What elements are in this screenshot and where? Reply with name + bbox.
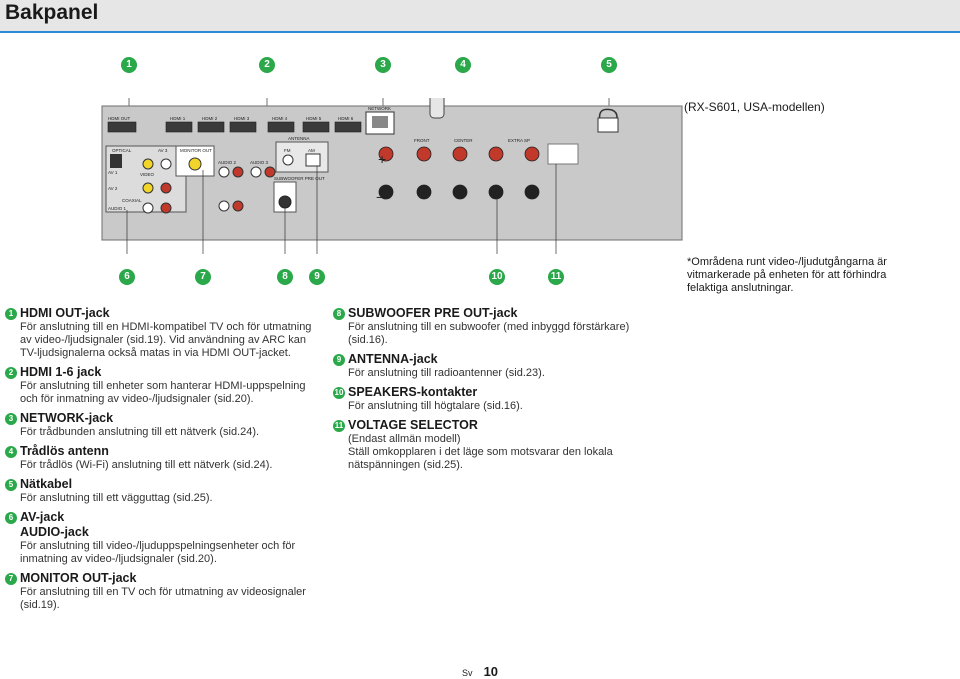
label-front: FRONT: [414, 138, 430, 143]
entry-title: SPEAKERS-kontakter: [348, 385, 478, 399]
entry-number: 9: [333, 353, 345, 366]
page-header: Bakpanel: [0, 0, 960, 33]
callout-8: 8: [277, 269, 293, 285]
language-code: Sv: [462, 668, 473, 678]
entry-desc: För anslutning till en TV och för utmatn…: [20, 586, 306, 611]
callout-2: 2: [259, 57, 275, 73]
label-extra-sp: EXTRA SP: [508, 138, 530, 143]
page-number: 10: [483, 664, 499, 679]
entry-desc: För anslutning till högtalare (sid.16).: [348, 400, 523, 412]
entry-desc: För anslutning till radioantenner (sid.2…: [348, 367, 545, 379]
entry-subtitle: AUDIO-jack: [20, 525, 89, 539]
label-fm: FM: [284, 148, 291, 153]
callout-7: 7: [195, 269, 211, 285]
label-am: AM: [308, 148, 315, 153]
callout-6: 6: [119, 269, 135, 285]
entry-desc: Ställ omkopplaren i det läge som motsvar…: [348, 446, 613, 471]
label-audio1: AUDIO 1: [108, 206, 127, 211]
entry-number: 1: [5, 307, 17, 320]
callout-9: 9: [309, 269, 325, 285]
label-hdmi-6: HDMI 6: [338, 116, 354, 121]
entry-desc: För trådbunden anslutning till ett nätve…: [20, 426, 260, 438]
entry-desc: För anslutning till ett vägguttag (sid.2…: [20, 492, 213, 504]
callout-4: 4: [455, 57, 471, 73]
entry-desc: För anslutning till enheter som hanterar…: [20, 380, 306, 405]
entry-desc: För anslutning till video-/ljuduppspelni…: [20, 540, 296, 565]
label-av2: AV 2: [108, 186, 118, 191]
label-av3: AV 3: [158, 148, 168, 153]
entry-number: 7: [5, 572, 17, 585]
entry-title: Trådlös antenn: [20, 444, 109, 458]
entry-title: AV-jack: [20, 510, 65, 524]
entry-desc: För trådlös (Wi-Fi) anslutning till ett …: [20, 459, 273, 471]
label-hdmi-3: HDMI 3: [234, 116, 250, 121]
label-hdmi-1: HDMI 1: [170, 116, 186, 121]
page-title: Bakpanel: [5, 1, 99, 24]
entry-title: Nätkabel: [20, 477, 73, 491]
entry-title: HDMI 1-6 jack: [20, 365, 102, 379]
label-monitor-out: MONITOR OUT: [180, 148, 212, 153]
label-subwoofer: SUBWOOFER PRE OUT: [274, 176, 325, 181]
entry-desc: För anslutning till en HDMI-kompatibel T…: [20, 321, 312, 359]
label-optical: OPTICAL: [112, 148, 132, 153]
callout-3: 3: [375, 57, 391, 73]
label-video: VIDEO: [140, 172, 155, 177]
entry-desc: För anslutning till en subwoofer (med in…: [348, 321, 630, 346]
svg-text:−: −: [376, 189, 384, 205]
label-av1: AV 1: [108, 170, 118, 175]
label-hdmi-4: HDMI 4: [272, 116, 288, 121]
label-center: CENTER: [454, 138, 473, 143]
callout-10: 10: [489, 269, 505, 285]
entry-number: 6: [5, 511, 17, 524]
entry-number: 11: [333, 419, 345, 432]
entry-subtitle: (Endast allmän modell): [348, 433, 461, 445]
label-hdmi-out: HDMI OUT: [108, 116, 130, 121]
entry-title: HDMI OUT-jack: [20, 306, 110, 320]
rear-panel-svg: + − HDMI OUT HDMI 1 HDMI 2 HDMI 3 HDMI 4…: [101, 77, 683, 276]
entry-number: 2: [5, 366, 17, 379]
label-audio3: AUDIO 3: [250, 160, 269, 165]
label-antenna: ANTENNA: [288, 136, 310, 141]
callout-1: 1: [121, 57, 137, 73]
rear-panel-illustration: + − HDMI OUT HDMI 1 HDMI 2 HDMI 3 HDMI 4…: [98, 77, 683, 276]
label-network: NETWORK: [368, 106, 391, 111]
entry-title: NETWORK-jack: [20, 411, 114, 425]
entry-number: 8: [333, 307, 345, 320]
callout-11: 11: [548, 269, 564, 285]
entry-title: MONITOR OUT-jack: [20, 571, 137, 585]
label-hdmi-2: HDMI 2: [202, 116, 218, 121]
svg-text:+: +: [378, 151, 386, 167]
model-note: (RX-S601, USA-modellen): [684, 100, 825, 114]
entry-number: 5: [5, 478, 17, 491]
label-hdmi-5: HDMI 5: [306, 116, 322, 121]
entry-number: 10: [333, 386, 345, 399]
entry-number: 3: [5, 412, 17, 425]
page-footer: Sv 10: [462, 664, 498, 679]
label-coaxial: COAXIAL: [122, 198, 142, 203]
label-audio2: AUDIO 2: [218, 160, 237, 165]
entry-title: ANTENNA-jack: [348, 352, 438, 366]
callout-5: 5: [601, 57, 617, 73]
star-note: *Områdena runt video-/ljudutgångarna är …: [687, 256, 887, 294]
entry-number: 4: [5, 445, 17, 458]
entry-title: VOLTAGE SELECTOR: [348, 418, 478, 432]
entry-title: SUBWOOFER PRE OUT-jack: [348, 306, 518, 320]
